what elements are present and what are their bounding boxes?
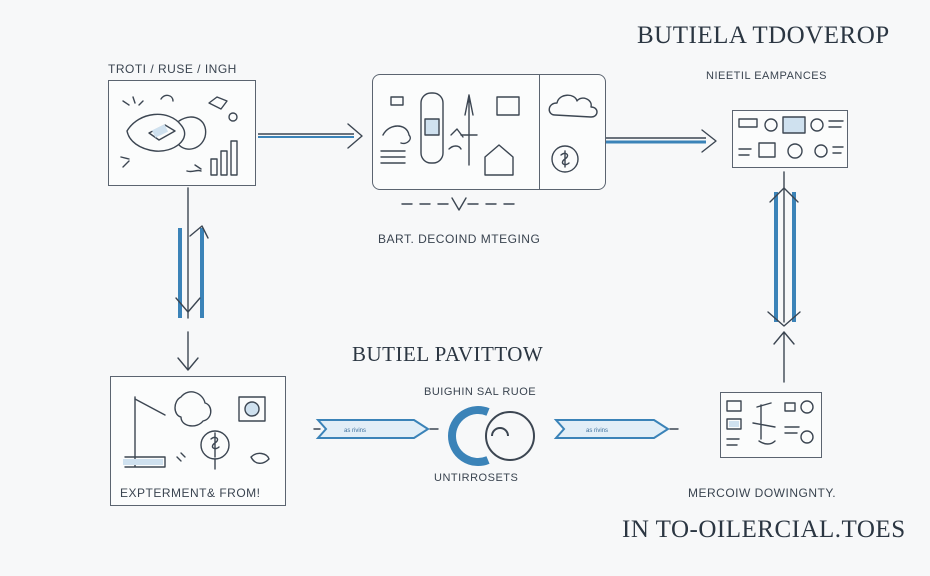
- box-top-right: [732, 110, 848, 168]
- arrow-topleft-to-center: [258, 123, 363, 149]
- coin-icon: [551, 145, 579, 173]
- box-divider: [539, 75, 541, 189]
- cloud-icon: [548, 94, 598, 118]
- box-top-right-label: NIEETIL EAMPANCES: [706, 70, 827, 82]
- box-top-center-label: BART. DECOIND MTEGING: [378, 232, 541, 246]
- dashes-arrow: [401, 197, 515, 211]
- box-bottom-left-label: EXPTERMENT& FROM!: [120, 486, 261, 500]
- center-label-top: BUIGHIN SAL RUOE: [424, 386, 537, 398]
- title-top-right: BUTIELA TDOVEROP: [637, 22, 890, 49]
- arrow-center-to-topright: [606, 129, 717, 153]
- checklist-icon: [726, 400, 814, 446]
- svg-text:as rivins: as rivins: [344, 428, 366, 434]
- box-top-left: [108, 80, 256, 186]
- box-bottom-right: [720, 392, 822, 458]
- box-top-center: [372, 74, 606, 190]
- arrow-right-vertical-double: [767, 171, 801, 383]
- experiment-sketch-icon: [123, 391, 270, 470]
- box-bottom-left: [110, 376, 286, 506]
- arrow-center-to-bottomright: as rivins: [553, 419, 679, 439]
- title-bottom-right: IN TO-OILERCIAL.TOES: [622, 516, 906, 543]
- svg-text:as rivins: as rivins: [586, 428, 608, 434]
- arrow-bottomleft-to-center: as rivins: [313, 419, 439, 439]
- title-center: BUTIEL PAVITTOW: [352, 342, 544, 366]
- box-bottom-right-label: MERCOIW DOWINGNTY.: [688, 486, 837, 500]
- analytics-sketch-icon: [120, 94, 238, 176]
- dashboard-icon: [738, 116, 844, 159]
- center-label-bottom: UNTIRROSETS: [434, 472, 519, 484]
- arrow-left-vertical-double: [175, 187, 209, 371]
- building-scene-icon: [380, 92, 520, 176]
- box-top-left-label: TROTI / RUSE / INGH: [108, 62, 237, 76]
- interlocking-rings-icon: [448, 406, 535, 466]
